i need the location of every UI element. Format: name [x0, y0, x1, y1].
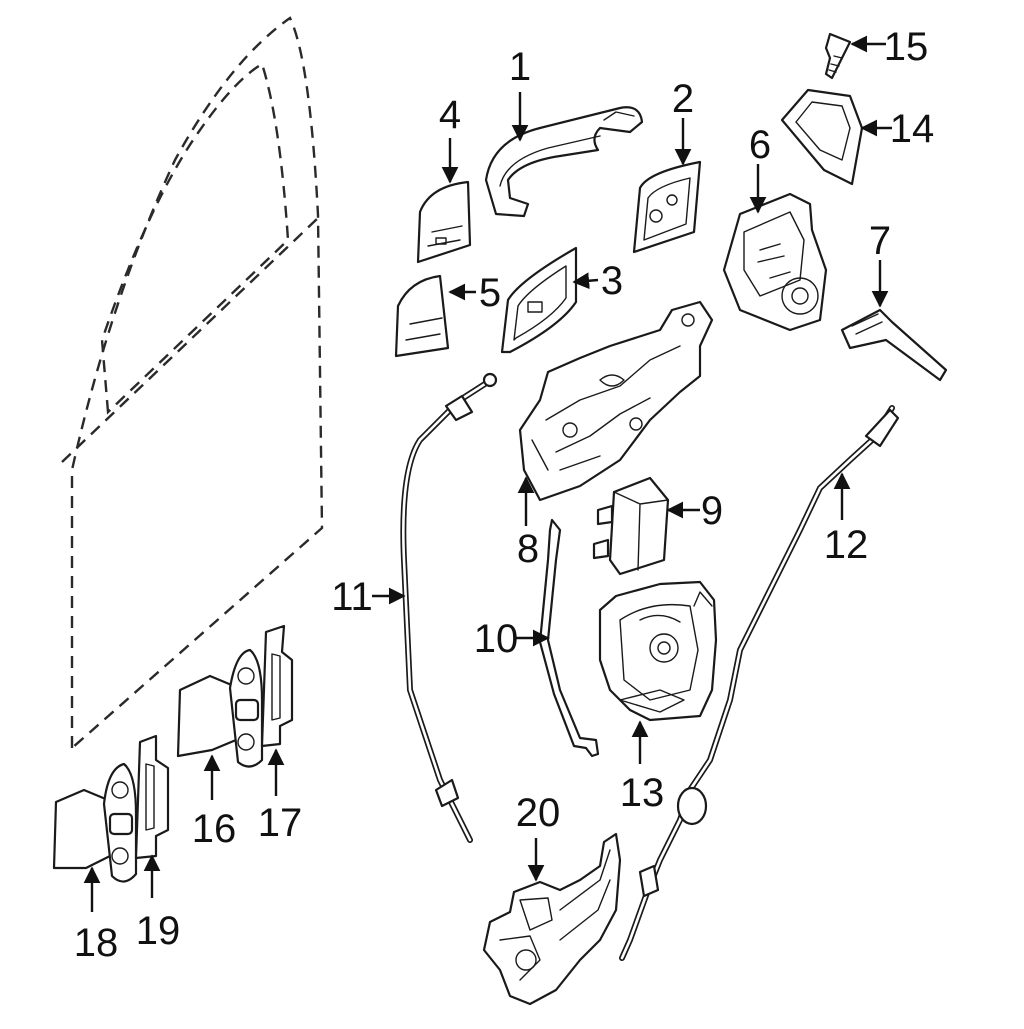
callout-18: 18 — [74, 921, 119, 965]
callout-11: 11 — [331, 575, 373, 619]
part-18-lower-hinge — [52, 762, 138, 883]
part-19-hinge-shim — [134, 734, 170, 860]
callout-5: 5 — [479, 271, 501, 315]
part-8-handle-bracket — [518, 300, 714, 502]
callout-4: 4 — [439, 93, 461, 137]
callout-7: 7 — [869, 219, 891, 263]
callout-leaders — [83, 35, 892, 912]
part-1-outside-handle — [484, 106, 644, 218]
part-15-screw — [824, 32, 852, 80]
part-20-door-check — [482, 832, 622, 1006]
part-17-hinge-shim — [260, 624, 294, 748]
callout-labels: 1 2 3 4 5 6 7 8 9 10 11 12 13 14 15 16 1… — [74, 25, 935, 965]
callout-10: 10 — [474, 617, 519, 661]
callout-3: 3 — [601, 259, 623, 303]
callout-2: 2 — [672, 77, 694, 121]
callout-14: 14 — [890, 107, 935, 151]
part-3-gasket — [500, 246, 578, 354]
part-7-key — [840, 308, 948, 382]
part-11-cable — [400, 372, 498, 843]
part-4-handle-cap — [416, 180, 472, 264]
part-13-latch — [598, 580, 718, 722]
part-14-bezel — [780, 88, 864, 186]
part-12-cable — [619, 405, 900, 961]
callout-19: 19 — [136, 909, 181, 953]
part-5-handle-cap — [394, 274, 450, 358]
callout-20: 20 — [516, 791, 561, 835]
callout-8: 8 — [517, 527, 539, 571]
callout-6: 6 — [749, 123, 771, 167]
part-9-bracket — [592, 476, 670, 576]
door-outline — [61, 16, 324, 751]
callout-16: 16 — [192, 807, 237, 851]
callout-17: 17 — [258, 801, 303, 845]
callout-15: 15 — [884, 25, 929, 69]
part-16-upper-hinge — [176, 648, 264, 768]
callout-1: 1 — [509, 45, 531, 89]
part-10-rod — [538, 518, 600, 758]
callout-13: 13 — [620, 771, 665, 815]
callout-9: 9 — [701, 489, 723, 533]
part-6-lock-cylinder — [722, 192, 828, 332]
part-2-gasket — [632, 160, 702, 254]
callout-12: 12 — [824, 523, 869, 567]
